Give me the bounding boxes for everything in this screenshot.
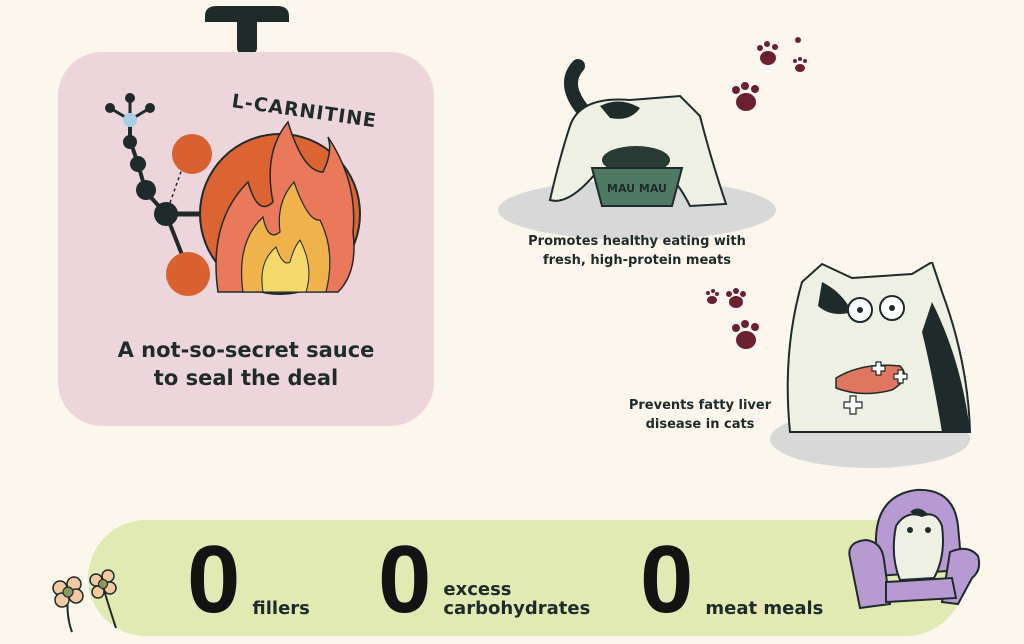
- paw-prints-bottom: [706, 288, 759, 349]
- stat-label-line: excess: [443, 579, 512, 600]
- paw-print-icon: [706, 288, 759, 349]
- molecule-flame-illustration: [105, 93, 361, 296]
- caption-line: A not-so-secret sauce: [117, 338, 375, 362]
- stat-label-line: carbohydrates: [443, 598, 591, 619]
- cat-liver-icon: [786, 262, 972, 433]
- zero-stats-bar: [88, 520, 964, 636]
- caption-line: disease in cats: [645, 417, 755, 432]
- stat-fillers: 0 fillers: [187, 526, 310, 633]
- benefit-caption-liver: Prevents fatty liver disease in cats: [612, 396, 788, 434]
- stat-label-line: meat meals: [705, 598, 824, 619]
- caption-line: Promotes healthy eating with: [528, 234, 746, 249]
- stat-label: meat meals: [705, 599, 823, 618]
- cat-armchair-icon: [848, 488, 981, 610]
- bowl-label: MAU MAU: [607, 182, 667, 195]
- stat-value: 0: [378, 526, 432, 633]
- flame-icon: [199, 120, 361, 295]
- stat-carbohydrates: 0 excess carbohydrates: [378, 526, 590, 633]
- cat-eating-icon: MAU MAU: [548, 59, 728, 208]
- l-carnitine-card: [58, 52, 434, 426]
- stat-label: fillers: [252, 599, 309, 618]
- stat-meat-meals: 0 meat meals: [640, 526, 823, 633]
- stat-value: 0: [187, 526, 241, 633]
- caption-line: Prevents fatty liver: [628, 398, 772, 413]
- l-carnitine-caption: A not-so-secret sauce to seal the deal: [58, 336, 434, 392]
- stat-value: 0: [640, 526, 694, 633]
- molecule-icon: [105, 93, 212, 296]
- caption-line: to seal the deal: [153, 366, 339, 390]
- paw-prints-top: [732, 37, 807, 111]
- flower-icon: [52, 569, 117, 633]
- benefit-caption-eating: Promotes healthy eating with fresh, high…: [498, 232, 776, 270]
- stat-label-line: fillers: [252, 598, 310, 619]
- top-tab-decoration: [205, 6, 289, 54]
- caption-line: fresh, high-protein meats: [542, 253, 731, 268]
- stat-label: excess carbohydrates: [443, 580, 590, 618]
- paw-print-icon: [732, 37, 807, 111]
